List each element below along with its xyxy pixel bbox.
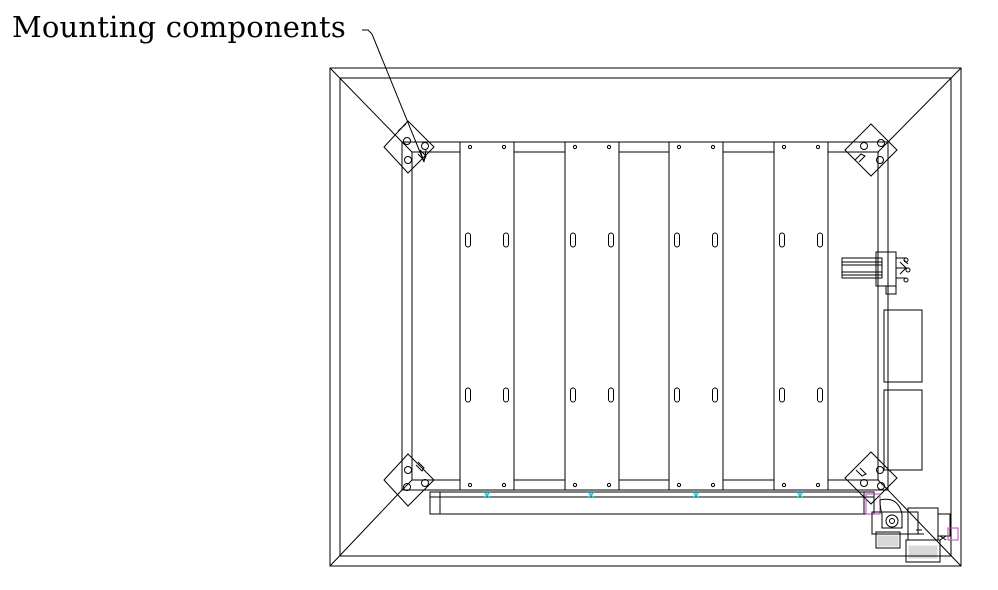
cyan-marker-3 [693, 492, 699, 498]
cyan-marker-2 [588, 492, 594, 498]
valve-assembly [866, 494, 958, 562]
cyan-marker-4 [797, 492, 803, 498]
callout-leader [362, 30, 426, 162]
bracket-bottom-left [384, 454, 434, 506]
callout-label: Mounting components [12, 10, 346, 44]
rail-panel-1 [460, 142, 565, 490]
duct-markers [484, 492, 803, 498]
outer-frame [330, 68, 961, 566]
rail-panel-3 [669, 142, 774, 490]
bracket-bottom-right [845, 452, 897, 504]
rail-panels [460, 142, 879, 490]
bracket-top-right [845, 124, 897, 176]
side-terminal-block [842, 252, 910, 294]
side-power-supply [884, 310, 922, 470]
cyan-marker-1 [484, 492, 490, 498]
bracket-top-left [384, 121, 434, 173]
bottom-duct [430, 492, 874, 514]
rail-panel-4 [774, 142, 879, 490]
rail-panel-2 [565, 142, 670, 490]
